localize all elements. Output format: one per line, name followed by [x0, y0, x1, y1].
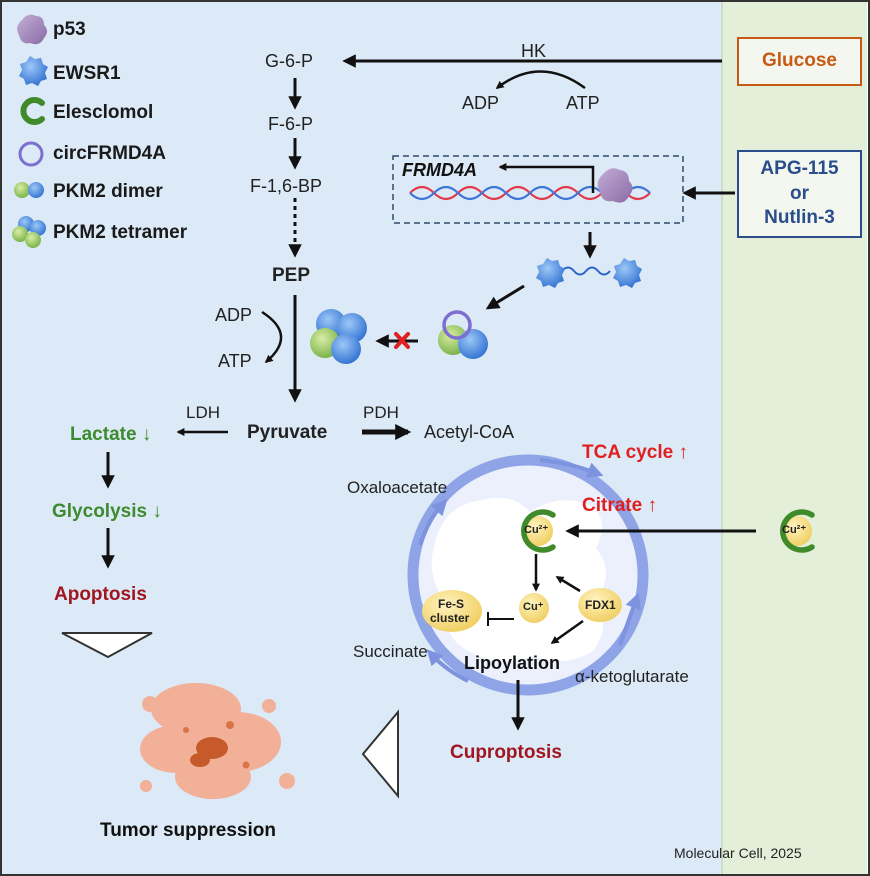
tca-up-arrow: ↑: [678, 442, 688, 463]
pkm2-dimer-icon: [14, 182, 44, 198]
hk-cofactor-arrow: [495, 70, 586, 90]
pkm2-tetramer: [310, 309, 367, 364]
f6p-label: F-6-P: [268, 114, 313, 134]
tumor-suppression-label: Tumor suppression: [100, 820, 276, 841]
open-left-arrow: [361, 709, 399, 799]
fes-label-line-1: Fe-S: [438, 597, 465, 611]
circfrmd4a-icon: [18, 141, 44, 167]
fes-label-line-2: cluster: [430, 611, 470, 625]
atp-label: ATP: [218, 351, 252, 371]
transcription-arrow: [498, 162, 595, 193]
ewsr1-icon: [19, 56, 48, 86]
ldh-label: LDH: [186, 403, 221, 422]
akg-label: α-ketoglutarate: [575, 667, 689, 686]
oxaloacetate-label: Oxaloacetate: [347, 478, 448, 497]
legend-ewsr1-label: EWSR1: [53, 63, 121, 84]
frmd4a-gene-label: FRMD4A: [402, 160, 477, 180]
open-down-arrow: [61, 632, 153, 659]
tumor-illustration: [140, 683, 295, 799]
pdh-label: PDH: [363, 403, 399, 422]
elesclomol-external-icon: [780, 509, 815, 553]
pkm2-dimer-circ-complex: [438, 310, 488, 359]
legend-pkm2-dimer-label: PKM2 dimer: [53, 181, 163, 202]
drug-line-2: or: [790, 182, 809, 204]
glycolysis-down-arrow: ↓: [152, 501, 162, 522]
drug-line-1: APG-115: [760, 157, 839, 179]
p53-icon: [17, 14, 47, 45]
lactate-down-arrow: ↓: [141, 424, 152, 445]
cu-plus-node: [519, 593, 549, 623]
tca-cycle-label: TCA cycle ↑: [582, 442, 688, 463]
fdx1-label: FDX1: [585, 598, 616, 612]
hk-label: HK: [521, 41, 547, 61]
cu2-inner-label: Cu²⁺: [524, 524, 549, 536]
pkm2-tetramer-icon: [12, 216, 46, 248]
cu2-external-node: [782, 516, 812, 546]
adp-label: ADP: [215, 305, 253, 325]
drug-line-3: Nutlin-3: [764, 207, 835, 229]
glycolysis-label: Glycolysis ↓: [52, 501, 162, 522]
hk-adp-label: ADP: [462, 93, 500, 113]
lipoylation-label: Lipoylation: [464, 653, 560, 673]
pyruvate-label: Pyruvate: [247, 422, 328, 443]
adp-atp-arrow: [261, 310, 283, 364]
citrate-label: Citrate ↑: [582, 495, 657, 516]
cuproptosis-label: Cuproptosis: [450, 742, 562, 763]
ewsr1-rna-complex: [536, 258, 642, 288]
lactate-label: Lactate ↓: [70, 424, 152, 445]
legend-circfrmd4a-label: circFRMD4A: [53, 143, 166, 164]
citrate-up-arrow: ↑: [647, 495, 657, 516]
succinate-label: Succinate: [353, 642, 428, 661]
acetylcoa-label: Acetyl-CoA: [424, 422, 515, 442]
apoptosis-label: Apoptosis: [54, 584, 147, 605]
g6p-label: G-6-P: [265, 51, 314, 71]
elesclomol-inner-icon: [521, 509, 556, 553]
cu2-inner-node: [523, 516, 553, 546]
credit-text: Molecular Cell, 2025: [674, 845, 802, 861]
legend-p53-label: p53: [53, 19, 86, 40]
block-x-icon: [394, 332, 410, 349]
fes-cluster-node: [422, 590, 482, 632]
fdx1-node: [578, 588, 622, 622]
glucose-box: Glucose: [737, 37, 862, 86]
cu-plus-label: Cu⁺: [523, 601, 544, 613]
hk-atp-label: ATP: [566, 93, 600, 113]
glucose-label: Glucose: [762, 50, 837, 72]
f16bp-label: F-1,6-BP: [250, 176, 323, 196]
p53-on-dna-icon: [597, 168, 633, 203]
elesclomol-icon: [20, 97, 45, 125]
drug-box: APG-115 or Nutlin-3: [737, 150, 862, 238]
legend-pkm2-tetramer-label: PKM2 tetramer: [53, 222, 188, 243]
legend-elesclomol-label: Elesclomol: [53, 102, 154, 123]
cu2-external-label: Cu²⁺: [782, 524, 807, 536]
cell-panel: [2, 2, 722, 874]
pep-label: PEP: [272, 265, 311, 286]
extracellular-panel: [722, 2, 867, 874]
